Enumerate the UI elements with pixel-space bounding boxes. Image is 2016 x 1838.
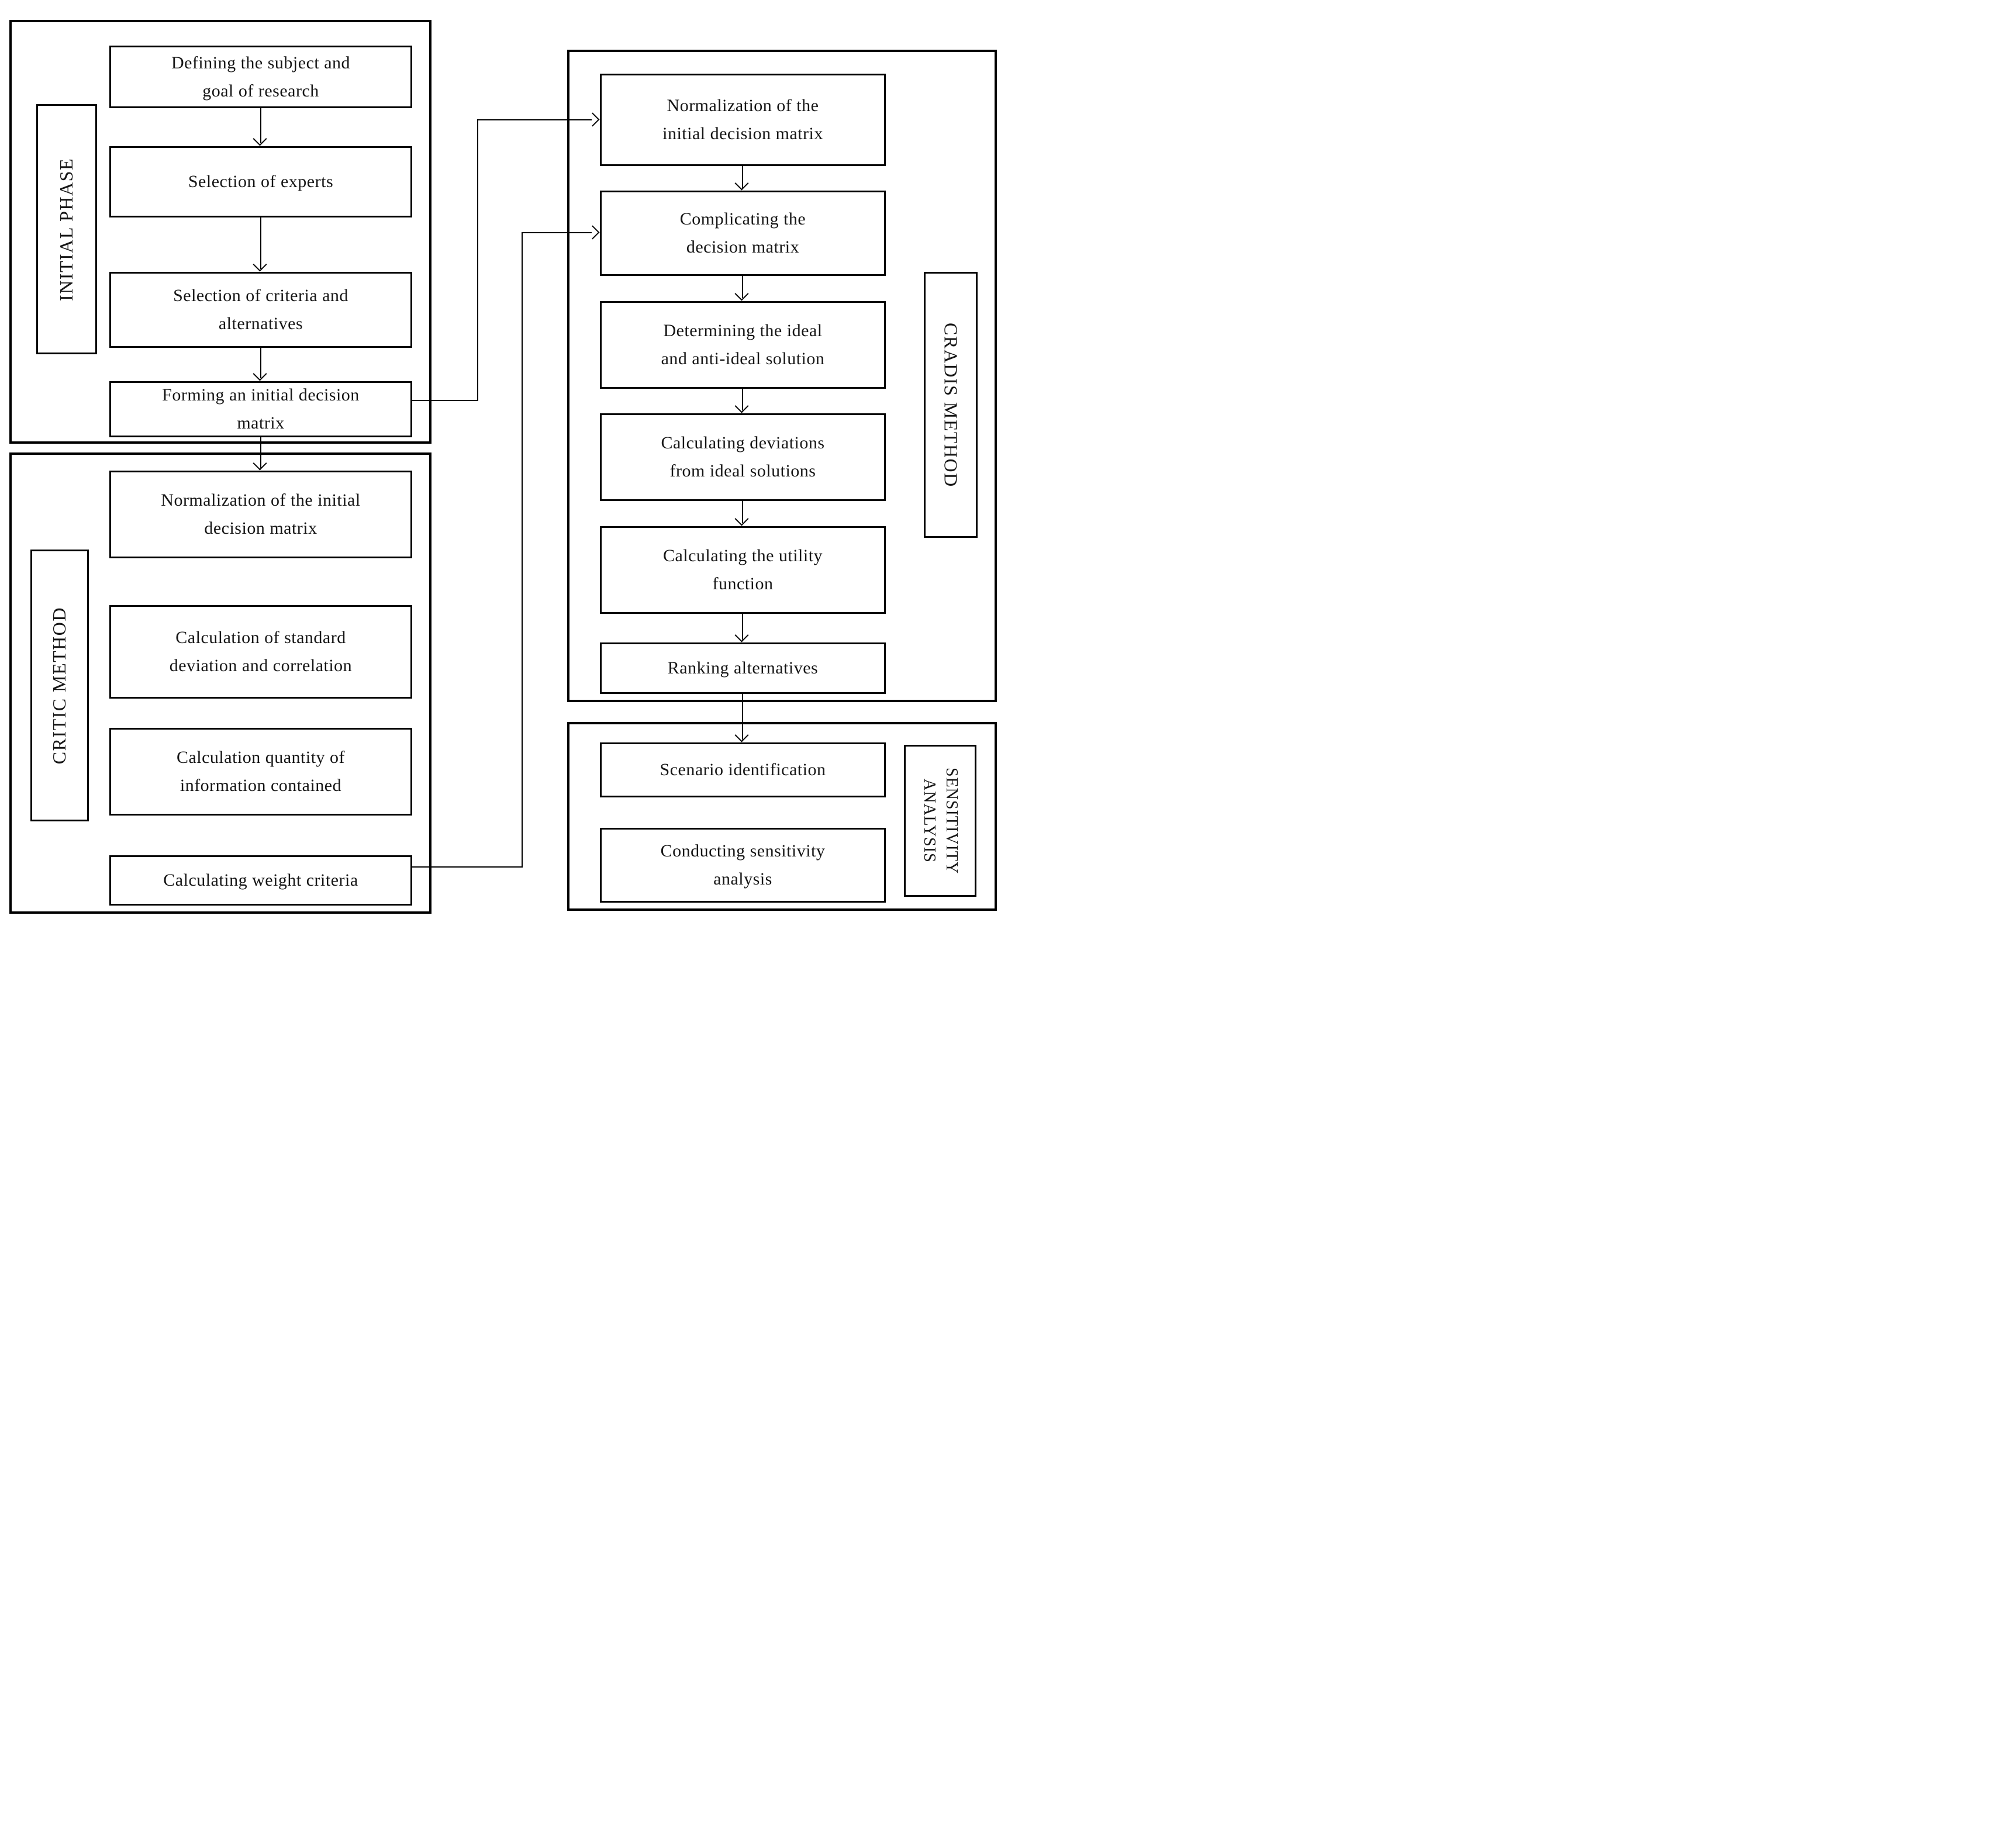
arrow-shaft <box>742 501 743 523</box>
box-ranking-alternatives-text: Ranking alternatives <box>667 658 819 678</box>
arrow-shaft <box>742 276 743 298</box>
box-cradis-normalization: Normalization of the initial decision ma… <box>600 74 886 166</box>
section-critic-method <box>9 452 431 914</box>
arrow-shaft <box>260 108 261 143</box>
connector-line <box>477 119 592 120</box>
critic-method-label: CRITIC METHOD <box>49 606 70 765</box>
arrow-shaft <box>742 694 743 740</box>
section-sensitivity-analysis <box>567 722 997 911</box>
box-selection-experts: Selection of experts <box>109 146 412 217</box>
connector-line <box>522 232 592 233</box>
box-forming-initial-matrix-text: Forming an initial decision matrix <box>162 385 360 433</box>
box-critic-normalization: Normalization of the initial decision ma… <box>109 471 412 558</box>
box-weight-criteria: Calculating weight criteria <box>109 855 412 906</box>
box-standard-deviation-correlation-text: Calculation of standard deviation and co… <box>169 628 353 675</box>
box-conducting-sensitivity-text: Conducting sensitivity analysis <box>660 841 826 889</box>
initial-phase-label: INITIAL PHASE <box>56 157 77 301</box>
critic-method-label-box: CRITIC METHOD <box>30 550 89 821</box>
box-scenario-identification-text: Scenario identification <box>660 760 826 779</box>
box-utility-function-text: Calculating the utility function <box>662 546 823 593</box>
box-selection-criteria-alternatives-text: Selection of criteria and alternatives <box>173 286 348 333</box>
section-cradis-method <box>567 50 997 702</box>
box-quantity-information: Calculation quantity of information cont… <box>109 728 412 816</box>
connector-line <box>412 866 523 868</box>
box-scenario-identification: Scenario identification <box>600 742 886 797</box>
arrow-shaft <box>742 389 743 410</box>
box-forming-initial-matrix: Forming an initial decision matrix <box>109 381 412 437</box>
box-ranking-alternatives: Ranking alternatives <box>600 642 886 694</box>
box-standard-deviation-correlation: Calculation of standard deviation and co… <box>109 605 412 699</box>
box-ideal-anti-ideal: Determining the ideal and anti-ideal sol… <box>600 301 886 389</box>
box-defining-subject-goal-text: Defining the subject and goal of researc… <box>171 53 351 101</box>
box-conducting-sensitivity: Conducting sensitivity analysis <box>600 828 886 903</box>
box-complicating-matrix: Complicating the decision matrix <box>600 191 886 276</box>
connector-line <box>412 400 478 401</box>
box-selection-criteria-alternatives: Selection of criteria and alternatives <box>109 272 412 348</box>
arrow-shaft <box>260 437 261 468</box>
box-ideal-anti-ideal-text: Determining the ideal and anti-ideal sol… <box>661 321 825 368</box>
box-deviations-ideal: Calculating deviations from ideal soluti… <box>600 413 886 501</box>
arrow-shaft <box>742 614 743 640</box>
box-selection-experts-text: Selection of experts <box>188 172 334 191</box>
box-quantity-information-text: Calculation quantity of information cont… <box>176 748 346 795</box>
sensitivity-analysis-label: SENSITIVITY ANALYSIS <box>920 767 961 875</box>
box-deviations-ideal-text: Calculating deviations from ideal soluti… <box>661 433 825 481</box>
box-cradis-normalization-text: Normalization of the initial decision ma… <box>662 96 823 143</box>
box-complicating-matrix-text: Complicating the decision matrix <box>679 209 806 257</box>
box-weight-criteria-text: Calculating weight criteria <box>163 870 358 890</box>
arrow-shaft <box>260 348 261 378</box>
box-critic-normalization-text: Normalization of the initial decision ma… <box>161 490 361 538</box>
connector-line <box>477 119 478 401</box>
arrow-shaft <box>742 166 743 188</box>
box-defining-subject-goal: Defining the subject and goal of researc… <box>109 46 412 108</box>
sensitivity-analysis-label-box: SENSITIVITY ANALYSIS <box>904 745 976 897</box>
section-initial-phase <box>9 20 431 444</box>
box-utility-function: Calculating the utility function <box>600 526 886 614</box>
initial-phase-label-box: INITIAL PHASE <box>36 104 97 354</box>
cradis-method-label: CRADIS METHOD <box>940 322 962 488</box>
cradis-method-label-box: CRADIS METHOD <box>924 272 978 538</box>
methodology-flowchart: INITIAL PHASE CRITIC METHOD CRADIS METHO… <box>0 0 1008 919</box>
arrow-shaft <box>260 217 261 269</box>
connector-line <box>522 232 523 868</box>
